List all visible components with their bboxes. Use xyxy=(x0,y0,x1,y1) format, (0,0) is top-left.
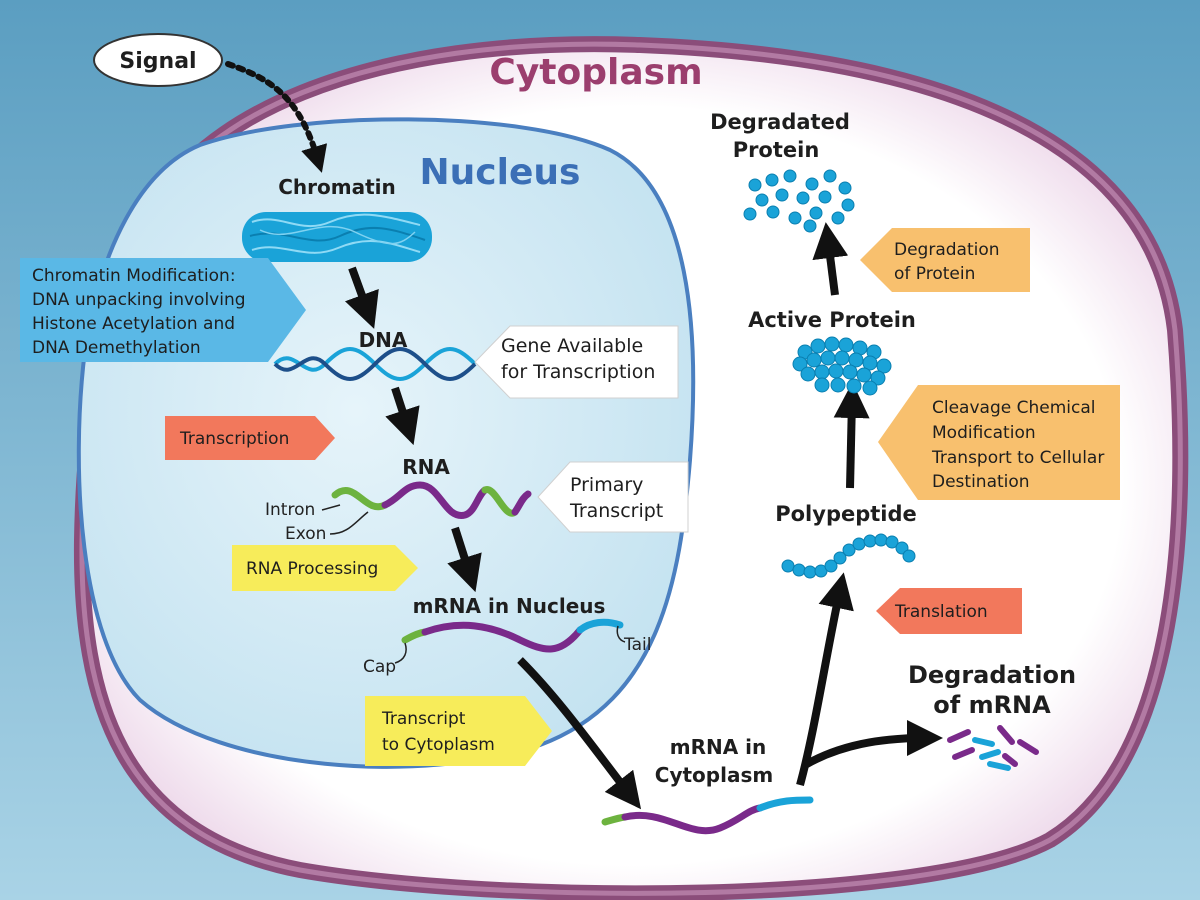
svg-text:Chromatin Modification:: Chromatin Modification: xyxy=(32,266,236,286)
degradation-protein-line-2: of Protein xyxy=(894,264,975,284)
gene-available-line-1: Gene Available xyxy=(501,335,643,357)
tail-label: Tail xyxy=(623,635,651,655)
chromatin-mod-line-4: DNA Demethylation xyxy=(32,338,201,358)
arrow-to-degraded-protein xyxy=(812,222,849,296)
transcript-to-cyto-line-1: Transcript xyxy=(381,709,466,729)
nucleus-title: Nucleus xyxy=(420,152,581,193)
cytoplasm-title: Cytoplasm xyxy=(489,52,702,93)
mrna-nucleus-label: mRNA in Nucleus xyxy=(413,594,606,618)
cleavage-line-1: Cleavage Chemical xyxy=(932,398,1095,418)
tail-pointer xyxy=(616,625,626,643)
callout-chromatin-modification: Chromatin Modification: DNA unpacking in… xyxy=(20,258,306,362)
degradation-protein-line-1: Degradation xyxy=(894,240,1000,260)
signal-label: Signal xyxy=(119,49,196,74)
mrna-cytoplasm-strand xyxy=(601,796,814,835)
rna-label: RNA xyxy=(402,455,450,479)
primary-transcript-line-2: Transcript xyxy=(569,500,663,522)
cap-pointer xyxy=(394,642,407,664)
mrna-nucleus-strand xyxy=(401,618,624,653)
exon-label: Exon xyxy=(285,524,326,544)
callout-translation: Translation xyxy=(876,588,1022,634)
mrna-fragments xyxy=(947,725,1039,771)
arrow-rna-mrna xyxy=(447,526,482,593)
mrna-cytoplasm-label-2: Cytoplasm xyxy=(655,763,773,787)
arrow-chromatin-dna xyxy=(344,266,379,329)
callout-gene-available: Gene Available for Transcription xyxy=(474,325,679,399)
arrow-export xyxy=(517,657,642,810)
translation-text: Translation xyxy=(894,602,988,622)
active-protein-cluster xyxy=(792,336,892,396)
polypeptide-chain xyxy=(781,533,916,579)
callout-degradation-protein: Degradation of Protein xyxy=(860,228,1030,292)
svg-text:DNA Demethylation: DNA Demethylation xyxy=(32,338,201,358)
signal-arrow xyxy=(225,61,328,173)
arrow-to-degradation-mrna xyxy=(803,720,943,769)
rna-processing-text: RNA Processing xyxy=(246,559,378,579)
callout-primary-transcript: Primary Transcript xyxy=(537,461,689,533)
degraded-protein-dots xyxy=(743,169,855,233)
chromatin-mod-line-1: Chromatin Modification: xyxy=(32,266,236,286)
transcript-to-cyto-line-2: to Cytoplasm xyxy=(382,735,495,755)
chromatin-label: Chromatin xyxy=(278,175,396,199)
transcription-text: Transcription xyxy=(179,429,289,449)
degraded-protein-label-2: Protein xyxy=(733,138,820,162)
arrow-dna-rna xyxy=(385,386,420,446)
cleavage-line-2: Modification xyxy=(932,423,1036,443)
callout-transcript-to-cytoplasm: Transcript to Cytoplasm xyxy=(365,696,552,766)
chromatin-mod-line-3: Histone Acetylation and xyxy=(32,314,235,334)
gene-available-line-2: for Transcription xyxy=(501,361,655,383)
svg-text:DNA unpacking involving: DNA unpacking involving xyxy=(32,290,246,310)
primary-transcript-line-1: Primary xyxy=(570,474,643,496)
rna-primary-transcript xyxy=(331,481,532,519)
exon-pointer xyxy=(329,511,369,535)
signal-ellipse xyxy=(93,33,223,87)
cap-label: Cap xyxy=(363,657,396,677)
callout-rna-processing: RNA Processing xyxy=(232,545,418,591)
intron-pointer xyxy=(321,504,341,511)
cell-membrane-highlight xyxy=(79,41,1183,896)
svg-text:Histone Acetylation and: Histone Acetylation and xyxy=(32,314,235,334)
chromatin-mod-line-2: DNA unpacking involving xyxy=(32,290,246,310)
degraded-protein-label-1: Degradated xyxy=(710,110,850,134)
intron-label: Intron xyxy=(265,500,315,520)
degradation-mrna-label-1: Degradation xyxy=(908,661,1076,689)
mrna-cytoplasm-label-1: mRNA in xyxy=(670,735,767,759)
dna-helix xyxy=(273,347,477,381)
callout-cleavage: Cleavage Chemical Modification Transport… xyxy=(878,385,1120,500)
arrow-to-active-protein xyxy=(833,382,870,489)
cleavage-line-3: Transport to Cellular xyxy=(931,448,1104,468)
callout-transcription: Transcription xyxy=(165,416,335,460)
degradation-mrna-label-2: of mRNA xyxy=(933,691,1051,719)
chromatin-shape xyxy=(242,212,432,262)
polypeptide-label: Polypeptide xyxy=(775,502,917,526)
cleavage-line-4: Destination xyxy=(932,472,1030,492)
active-protein-label: Active Protein xyxy=(748,308,916,332)
